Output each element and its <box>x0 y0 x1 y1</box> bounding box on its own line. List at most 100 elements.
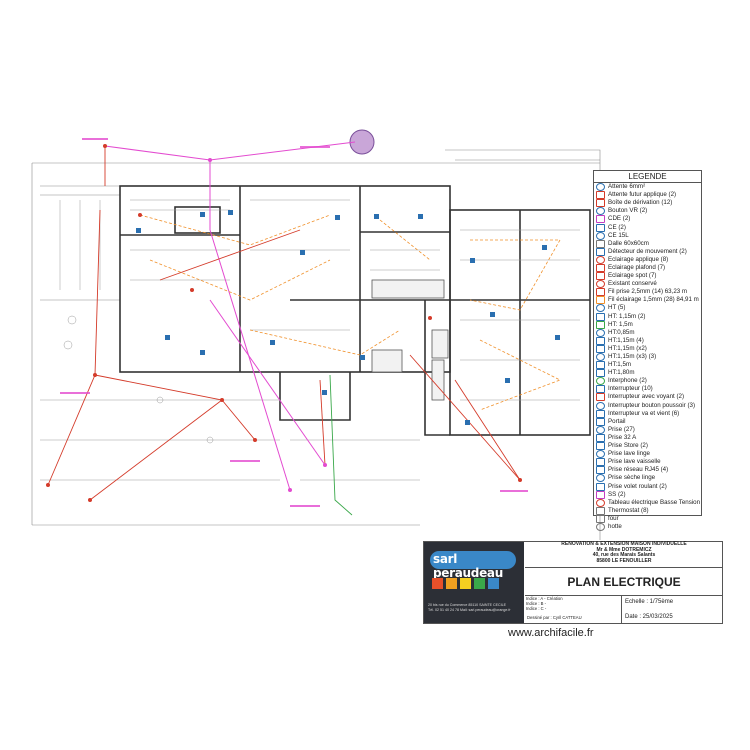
legend-item: Existant conservé <box>596 280 701 289</box>
legend-symbol-icon <box>596 490 605 499</box>
legend-item: Interrupteur bouton poussoir (3) <box>596 401 701 410</box>
legend-symbol-icon <box>596 425 605 434</box>
legend-symbol-icon <box>596 506 605 515</box>
legend-item: Bouton VR (2) <box>596 207 701 216</box>
legend-item: HT:1,15m (4) <box>596 336 701 345</box>
logo-banner <box>430 551 516 569</box>
legend-item: Prise volet roulant (2) <box>596 482 701 491</box>
legend-label: Prise (27) <box>608 425 635 433</box>
legend-label: Eclairage plafond (7) <box>608 263 666 271</box>
legend-label: Eclairage spot (7) <box>608 272 657 280</box>
legend-symbol-icon <box>596 401 605 410</box>
legend-label: HT:0,85m <box>608 328 635 336</box>
legend-symbol-icon <box>596 231 605 240</box>
legend-item: Eclairage spot (7) <box>596 272 701 281</box>
legend-symbol-icon <box>596 377 605 386</box>
legend-label: Fil prise 2,5mm (14) 63,23 m <box>608 288 688 296</box>
legend-item: Attente 6mm² <box>596 183 701 192</box>
legend-label: Prise réseau RJ45 (4) <box>608 466 669 474</box>
legend-label: HT:1,15m (x3) (3) <box>608 353 657 361</box>
legend-label: Prise sèche linge <box>608 474 656 482</box>
legend-symbol-icon <box>596 458 605 467</box>
legend-item: Prise lave vaisselle <box>596 458 701 467</box>
project-client: Mr & Mme DOTREMICZ <box>596 546 652 553</box>
legend-item: Prise réseau RJ45 (4) <box>596 466 701 475</box>
scale-label: Echelle : 1/75ème <box>625 599 674 605</box>
legend-item: Portail <box>596 417 701 426</box>
legend-label: HT (5) <box>608 304 626 312</box>
legend-label: HT:1,5m <box>608 361 632 369</box>
legend-item: Interrupteur avec voyant (2) <box>596 393 701 402</box>
legend-item: Prise (27) <box>596 425 701 434</box>
legend-symbol-icon <box>596 433 605 442</box>
legend-label: Interrupteur avec voyant (2) <box>608 393 685 401</box>
legend-symbol-icon <box>596 183 605 192</box>
drawn-by: Dessiné par : Cyril CATTEAU <box>527 615 582 620</box>
legend-symbol-icon <box>596 263 605 272</box>
legend-label: Prise lave linge <box>608 450 650 458</box>
watermark-link[interactable]: www.archifacile.fr <box>508 627 594 639</box>
company-name: sarl peraudeau <box>433 552 503 580</box>
legend-symbol-icon <box>596 239 605 248</box>
legend-item: CE (2) <box>596 223 701 232</box>
legend-label: Prise lave vaisselle <box>608 458 661 466</box>
legend-item: CE 15L <box>596 231 701 240</box>
legend-symbol-icon <box>596 482 605 491</box>
legend-symbol-icon <box>596 255 605 264</box>
legend-symbol-icon <box>596 320 605 329</box>
legend-item: HT:1,15m (x2) <box>596 344 701 353</box>
logo-tile-icon <box>460 578 471 589</box>
legend-item: Prise lave linge <box>596 450 701 459</box>
legend-symbol-icon <box>596 191 605 200</box>
legend-item: HT:0,85m <box>596 328 701 337</box>
legend-symbol-icon <box>596 296 605 305</box>
legend-symbol-icon <box>596 393 605 402</box>
legend-symbol-icon <box>596 288 605 297</box>
legend-item: Eclairage applique (8) <box>596 255 701 264</box>
legend-label: HT:1,15m (4) <box>608 336 644 344</box>
legend-symbol-icon <box>596 328 605 337</box>
index-b: Indice : B - <box>526 601 547 607</box>
legend-label: HT:1,80m <box>608 369 635 377</box>
legend-symbol-icon <box>596 247 605 256</box>
legend-item: CDE (2) <box>596 215 701 224</box>
legend-item: Fil prise 2,5mm (14) 63,23 m <box>596 288 701 297</box>
legend-item: HT: 1,5m <box>596 320 701 329</box>
legend-item: HT:1,15m (x3) (3) <box>596 353 701 362</box>
legend-label: Interrupteur (10) <box>608 385 653 393</box>
title-block: sarl peraudeau 20 bis rue du Commerce 85… <box>423 541 723 624</box>
legend-label: Prise volet roulant (2) <box>608 482 667 490</box>
legend-symbol-icon <box>596 498 605 507</box>
legend-item: four <box>596 514 701 523</box>
legend-label: Dalle 60x60cm <box>608 239 649 247</box>
legend-label: four <box>608 514 619 522</box>
project-city: 85800 LE FENOUILLER <box>596 557 652 564</box>
legend-item: Interrupteur va et vient (6) <box>596 409 701 418</box>
company-address: 20 bis rue du Commerce 85110 SAINTE CECI… <box>428 603 511 612</box>
legend-label: Boîte de dérivation (12) <box>608 199 673 207</box>
legend-label: HT: 1,5m <box>608 320 633 328</box>
legend-label: Interrupteur bouton poussoir (3) <box>608 401 696 409</box>
legend-item: Tableau électrique Basse Tension <box>596 498 701 507</box>
legend-symbol-icon <box>596 353 605 362</box>
logo-tile-icon <box>446 578 457 589</box>
legend-label: hotte <box>608 522 622 530</box>
legend-symbol-icon <box>596 385 605 394</box>
legend-symbol-icon <box>596 272 605 281</box>
legend-item: Dalle 60x60cm <box>596 239 701 248</box>
legend-label: CE 15L <box>608 231 629 239</box>
legend-symbol-icon <box>596 450 605 459</box>
legend-label: CE (2) <box>608 223 626 231</box>
legend-symbol-icon <box>596 417 605 426</box>
legend-item: Boîte de dérivation (12) <box>596 199 701 208</box>
logo-tile-icon <box>488 578 499 589</box>
legend-item: Interrupteur (10) <box>596 385 701 394</box>
project-line: RENOVATION & EXTENSION MAISON INDIVIDUEL… <box>561 541 687 547</box>
legend-label: Attente 6mm² <box>608 183 646 191</box>
legend-symbol-icon <box>596 223 605 232</box>
legend-symbol-icon <box>596 466 605 475</box>
legend-label: SS (2) <box>608 490 626 498</box>
legend-symbol-icon <box>596 369 605 378</box>
